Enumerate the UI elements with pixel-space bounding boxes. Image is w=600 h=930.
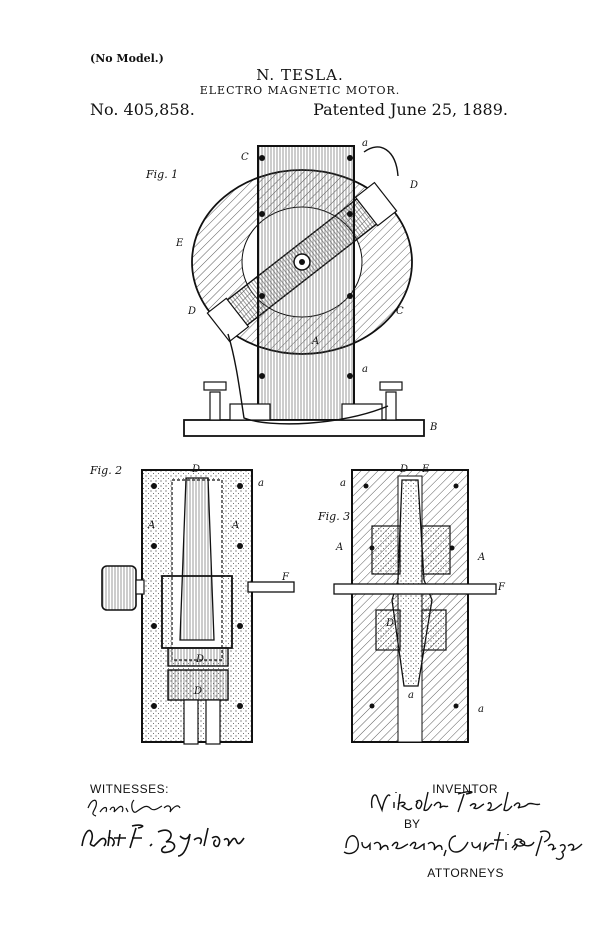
fig1-binding-post-left (203, 381, 227, 421)
witness-2-signature (81, 824, 245, 857)
fig2-callout: a (258, 478, 264, 489)
figure-1: Fig. 1 (145, 138, 437, 437)
fig2-callout: D (193, 686, 202, 697)
fig2-callout: A (147, 520, 155, 531)
fig2-shaft (247, 581, 295, 593)
figure-3: Fig. 3 D E a A A D F a a (317, 464, 506, 743)
fig3-callout: a (478, 704, 484, 715)
fig1-base (183, 419, 425, 437)
fig1-callout: D (187, 306, 196, 317)
attorneys-signature (343, 830, 583, 861)
no-model-note: (No Model.) (90, 52, 164, 65)
witnesses-label: WITNESSES: (90, 782, 170, 796)
fig1-field-frame (257, 145, 355, 421)
fig1-callout: a (362, 364, 368, 375)
fig2-callout: D (191, 464, 200, 475)
fig1-callout: B (429, 422, 437, 433)
inventor-signature (370, 791, 541, 813)
inventor-label: INVENTOR (432, 782, 498, 796)
fig3-callout: D (399, 464, 408, 475)
attorneys-label: ATTORNEYS (427, 866, 504, 880)
figure-2: Fig. 2 D a A A F (89, 464, 295, 745)
fig2-callout: A (231, 520, 239, 531)
fig1-callout: A (311, 336, 319, 347)
inventor-name-heading: N. TESLA. (256, 66, 344, 84)
patent-date: Patented June 25, 1889. (313, 100, 508, 119)
fig3-callout: A (335, 542, 343, 553)
fig3-callout: A (477, 552, 485, 563)
by-label: BY (403, 817, 420, 831)
fig1-label: Fig. 1 (145, 168, 178, 181)
fig2-callout: D (195, 654, 204, 665)
fig1-callout: a (362, 138, 368, 149)
patent-number: No. 405,858. (90, 100, 195, 119)
fig2-armature (179, 477, 215, 641)
fig1-callout: C (241, 152, 249, 163)
fig3-label: Fig. 3 (317, 510, 350, 523)
fig3-callout: D (385, 618, 394, 629)
fig2-coil-lower (167, 669, 229, 701)
fig3-callout: a (408, 690, 414, 701)
patent-title: ELECTRO MAGNETIC MOTOR. (199, 84, 401, 97)
fig2-coil-upper (167, 647, 229, 667)
fig3-callout: E (421, 464, 430, 475)
fig2-pulley (101, 565, 137, 611)
fig1-binding-post-right (379, 381, 403, 421)
fig2-callout: F (281, 572, 290, 583)
fig1-callout: C (396, 306, 404, 317)
fig2-label: Fig. 2 (89, 464, 122, 477)
fig3-callout: a (340, 478, 346, 489)
fig1-callout: E (175, 238, 184, 249)
fig1-wire (227, 333, 389, 425)
fig3-shaft (333, 583, 497, 595)
witness-1-signature (87, 799, 181, 817)
fig1-callout: D (409, 180, 418, 191)
fig3-callout: F (497, 582, 506, 593)
